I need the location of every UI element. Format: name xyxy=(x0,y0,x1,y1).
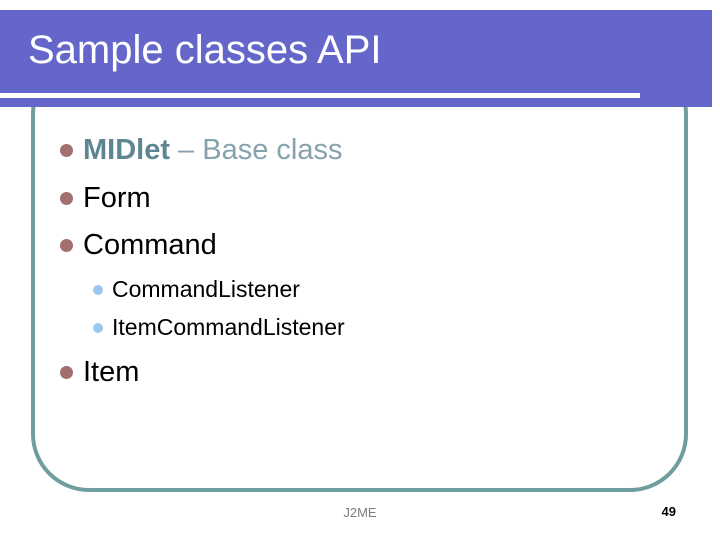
title-banner: Sample classes API xyxy=(0,10,712,107)
bullet-item-command: Command xyxy=(60,229,217,262)
sub-bullet-item-itemcommandlistener: ItemCommandListener xyxy=(93,314,345,341)
sub-bullet-icon xyxy=(93,322,103,333)
bullet-rest-text: – Base class xyxy=(170,134,343,166)
bullet-highlight-text: MIDlet xyxy=(83,134,170,166)
bullet-icon xyxy=(60,192,73,205)
bullet-text: Item xyxy=(83,356,140,388)
bullet-text: Form xyxy=(83,182,151,214)
bullet-text: Command xyxy=(83,229,217,261)
content-frame xyxy=(31,56,688,492)
bullet-icon xyxy=(60,144,73,157)
title-underline xyxy=(0,93,640,98)
bullet-text: MIDlet – Base class xyxy=(83,134,342,167)
footer-text: J2ME xyxy=(343,505,377,520)
bullet-item-midlet: MIDlet – Base class xyxy=(60,134,342,167)
sub-bullet-text: ItemCommandListener xyxy=(112,314,345,340)
bullet-icon xyxy=(60,366,73,379)
bullet-item-item: Item xyxy=(60,356,139,389)
sub-bullet-text: CommandListener xyxy=(112,276,300,302)
slide-title: Sample classes API xyxy=(28,28,382,72)
page-number: 49 xyxy=(661,504,676,519)
bullet-item-form: Form xyxy=(60,182,151,215)
sub-bullet-icon xyxy=(93,284,103,295)
bullet-icon xyxy=(60,239,73,252)
sub-bullet-item-commandlistener: CommandListener xyxy=(93,276,300,303)
